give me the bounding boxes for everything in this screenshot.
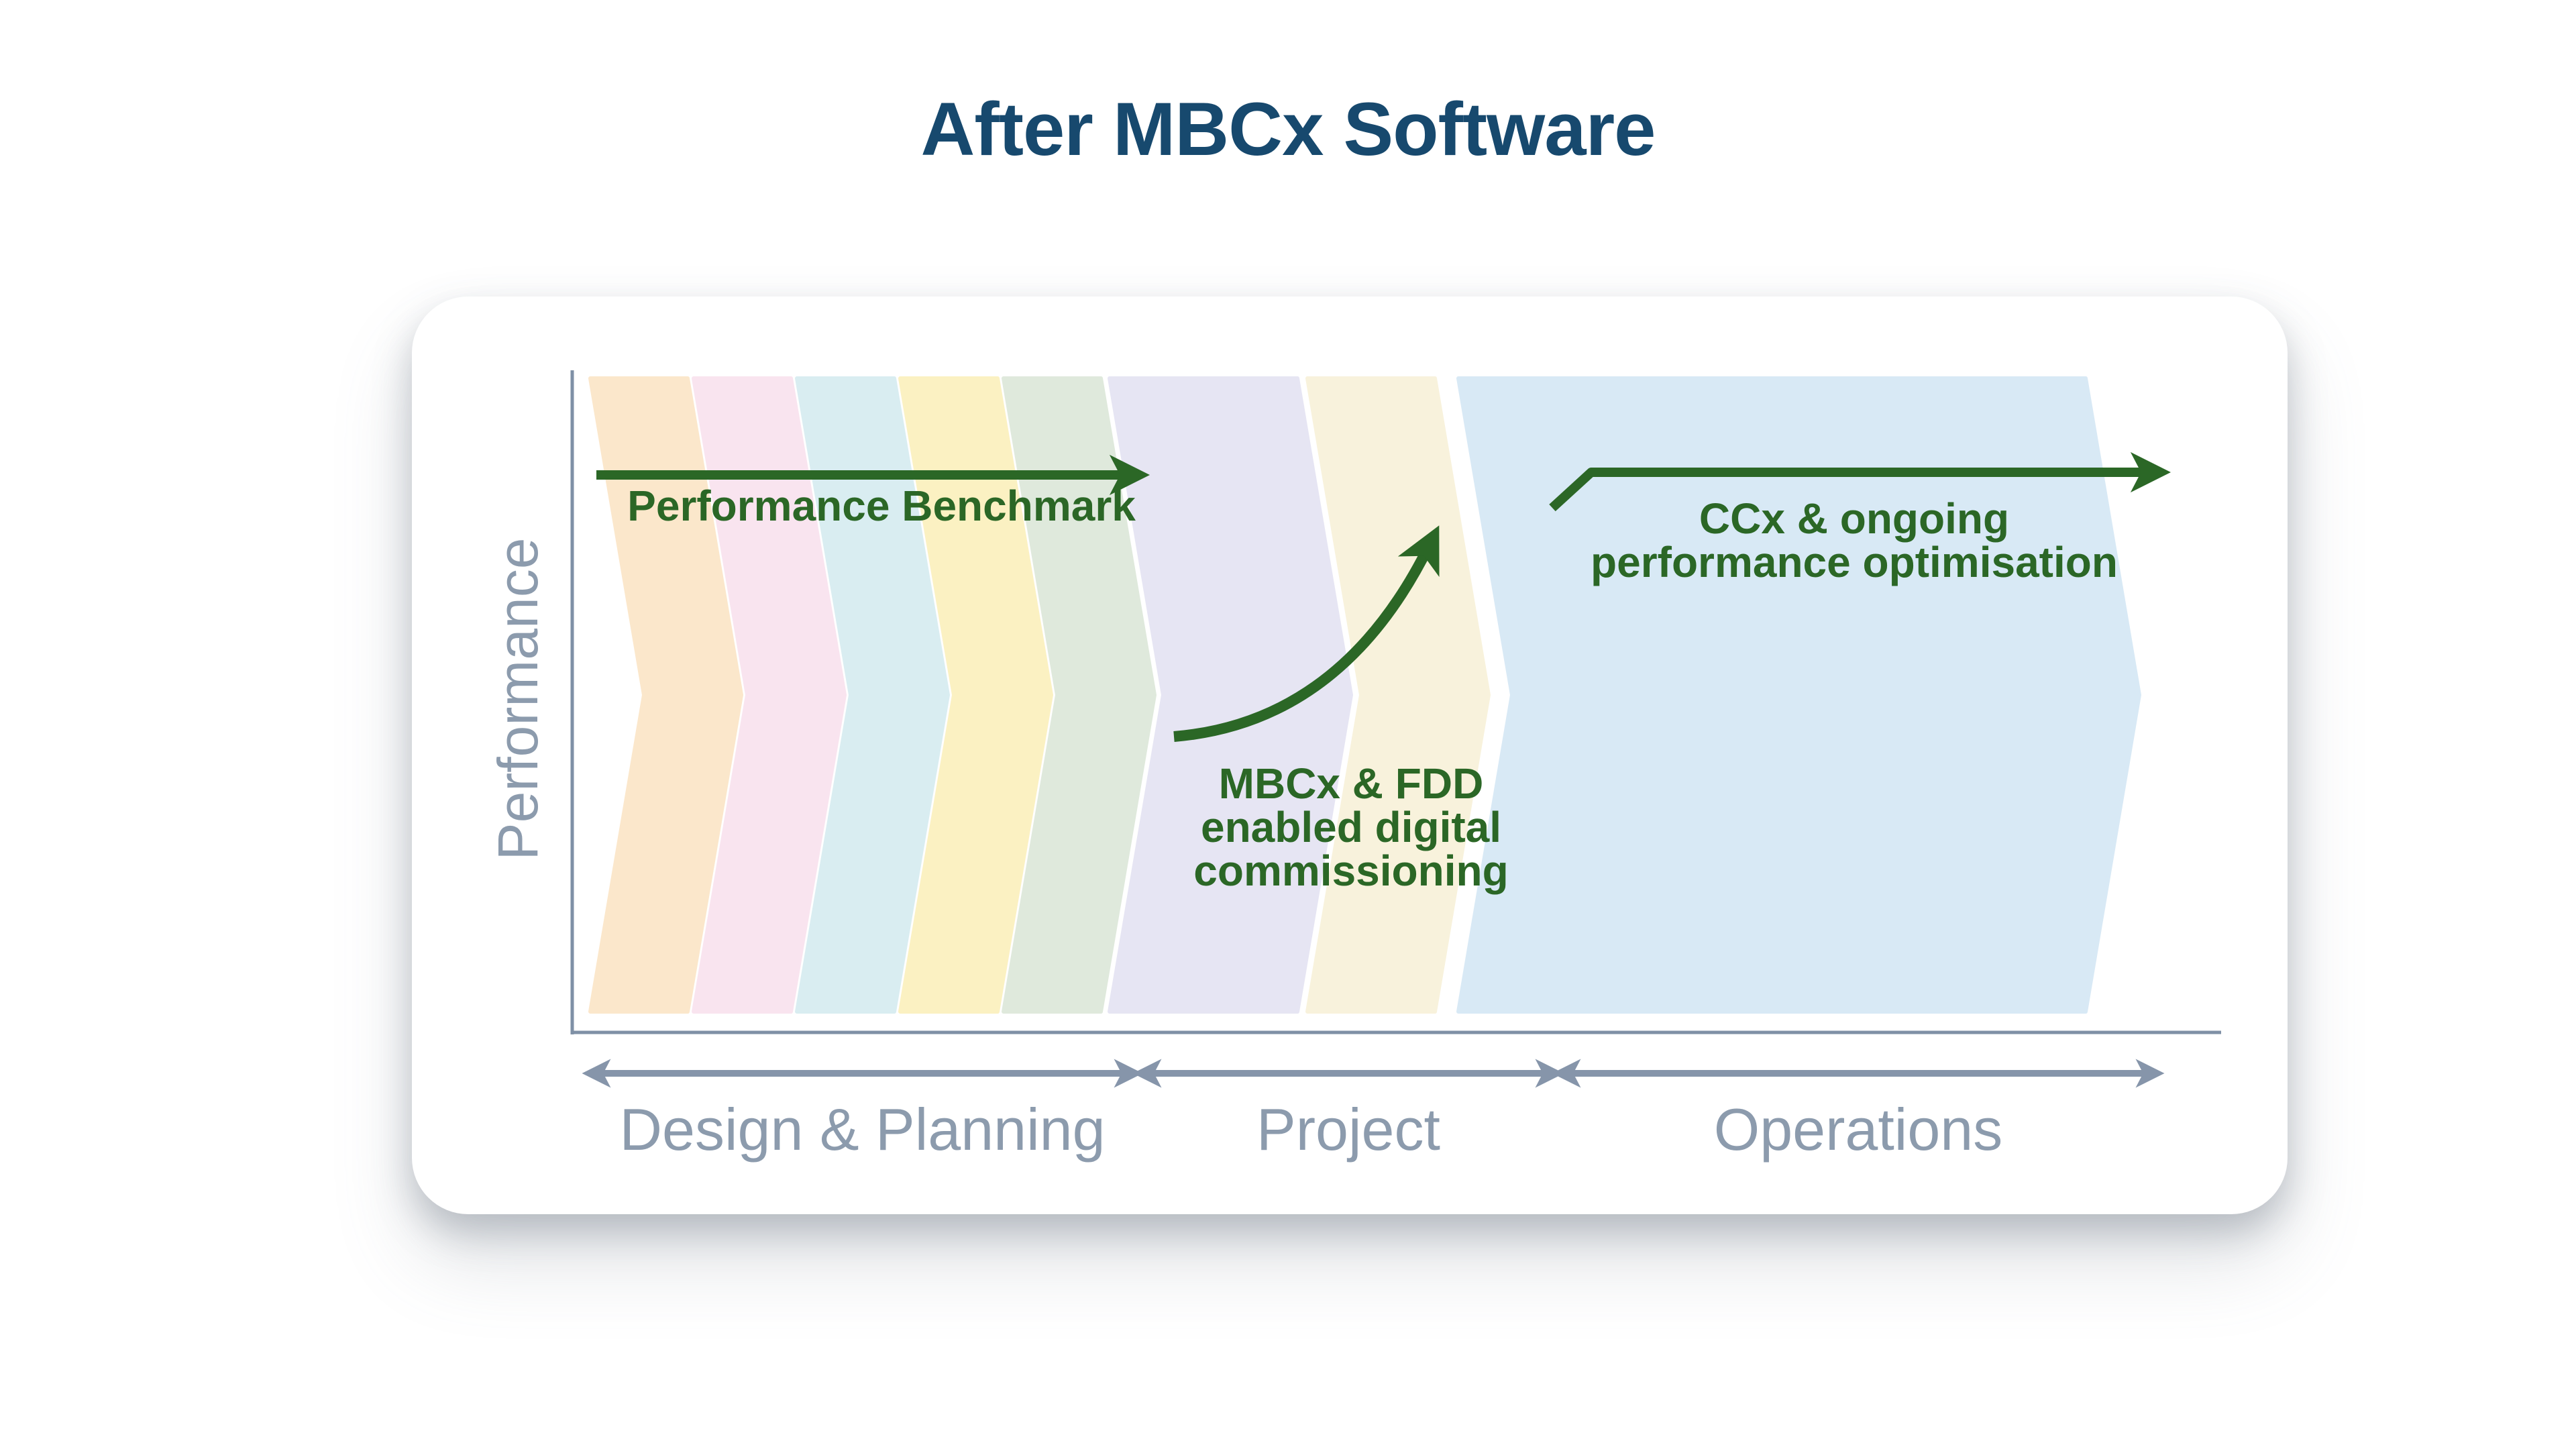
commissioning-label-line: commissioning bbox=[1193, 847, 1508, 895]
band-yellow bbox=[898, 376, 1053, 1014]
commissioning-label-line: enabled digital bbox=[1201, 803, 1501, 851]
band-peach bbox=[588, 376, 743, 1014]
band-cream bbox=[1305, 376, 1491, 1014]
band-lavender bbox=[1108, 376, 1353, 1014]
phase-label-2: Project bbox=[1256, 1096, 1440, 1163]
band-pink bbox=[692, 376, 847, 1014]
band-blue bbox=[1456, 376, 2141, 1014]
optimisation-label-line: CCx & ongoing bbox=[1699, 494, 2009, 543]
phase-label-1: Design & Planning bbox=[619, 1096, 1105, 1163]
optimisation-label-line: performance optimisation bbox=[1591, 538, 2118, 586]
band-cyan bbox=[795, 376, 950, 1014]
commissioning-curve-arrow bbox=[1173, 525, 1440, 742]
y-axis-label: Performance bbox=[486, 538, 549, 861]
phase-label-3: Operations bbox=[1714, 1096, 2002, 1163]
commissioning-label-line: MBCx & FDD bbox=[1219, 759, 1484, 808]
page-title: After MBCx Software bbox=[920, 87, 1656, 171]
optimisation-arrow bbox=[1549, 451, 2171, 512]
band-sage bbox=[1002, 376, 1157, 1014]
benchmark-label: Performance Benchmark bbox=[627, 482, 1136, 530]
